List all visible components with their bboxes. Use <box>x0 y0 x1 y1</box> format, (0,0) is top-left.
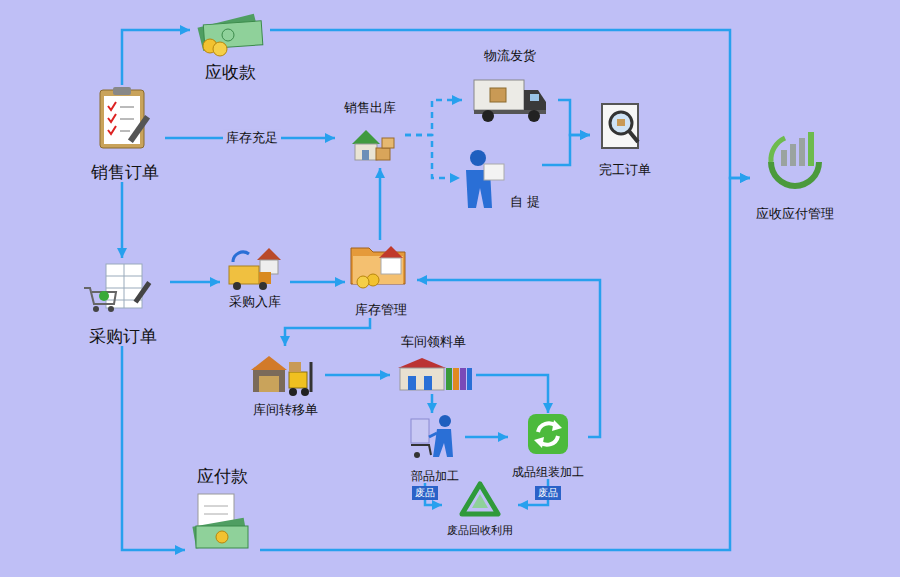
flow-arrow <box>325 374 390 377</box>
flow-node: 成品组装加工 <box>508 413 588 479</box>
warehouse-out-icon <box>352 130 394 160</box>
node-label: 采购订单 <box>89 326 157 346</box>
flow-node: 完工订单 <box>590 98 660 178</box>
flow-arrow <box>558 100 590 135</box>
flow-node: 车间领料单 <box>390 334 476 394</box>
flow-arrow <box>476 375 548 413</box>
flow-arrow <box>417 280 600 437</box>
flow-arrow <box>260 178 750 550</box>
flow-arrow <box>379 168 382 240</box>
document-search-icon <box>602 104 638 148</box>
edge-label: 废品 <box>535 486 561 500</box>
flow-arrow <box>122 346 185 550</box>
node-label: 应付款 <box>197 466 248 486</box>
flow-arrow <box>431 394 434 413</box>
money-icon <box>198 14 263 56</box>
money-notepad-icon <box>192 494 248 549</box>
flow-node: 销售订单 <box>85 85 165 182</box>
node-label: 物流发货 <box>484 48 536 64</box>
flow-arrow <box>465 436 508 439</box>
node-label: 销售出库 <box>344 100 396 116</box>
flow-arrow <box>122 30 190 85</box>
flow-node: 库存管理 <box>345 240 417 318</box>
edge-label: 库存充足 <box>223 129 281 147</box>
flow-arrow <box>405 100 462 135</box>
truck-house-icon <box>229 248 281 290</box>
flow-node: 销售出库 <box>335 100 405 168</box>
flow-arrow <box>290 281 345 284</box>
node-label: 应收款 <box>205 62 256 82</box>
flow-arrow <box>270 30 750 178</box>
node-label: 采购入库 <box>229 294 281 310</box>
recycle-square-icon <box>528 414 568 454</box>
node-label: 车间领料单 <box>401 334 466 350</box>
flow-node: 应收应付管理 <box>750 128 840 222</box>
flow-node: 采购订单 <box>75 258 170 346</box>
flow-node: 应付款 <box>185 466 260 554</box>
flow-node: 采购入库 <box>220 248 290 310</box>
node-label: 应收应付管理 <box>756 206 834 222</box>
truck-icon <box>474 80 546 122</box>
flow-node: 库间转移单 <box>245 346 325 418</box>
workshop-binders-icon <box>398 358 472 390</box>
finance-chart-icon <box>771 132 819 186</box>
person-icon <box>466 150 504 208</box>
edge-label: 废品 <box>412 486 438 500</box>
cart-order-icon <box>84 264 151 312</box>
clipboard-icon <box>100 87 150 148</box>
flow-node: 部品加工 <box>405 413 465 483</box>
worker-cart-icon <box>411 415 453 458</box>
flow-node: 自 提 <box>460 148 542 212</box>
flow-node: 废品回收利用 <box>442 483 518 537</box>
flow-node: 应收款 <box>190 12 270 82</box>
node-label: 销售订单 <box>91 162 159 182</box>
flow-arrow <box>285 318 370 346</box>
node-label: 库存管理 <box>355 302 407 318</box>
flow-arrow <box>542 135 590 165</box>
warehouse-forklift-icon <box>251 356 311 396</box>
recycle-triangle-icon <box>462 484 498 514</box>
node-label: 完工订单 <box>599 162 651 178</box>
flow-node: 物流发货 <box>462 48 558 124</box>
node-label: 自 提 <box>510 194 540 210</box>
node-label: 成品组装加工 <box>512 465 584 479</box>
node-label: 库间转移单 <box>253 402 318 418</box>
flow-arrow <box>121 182 124 258</box>
flow-arrow <box>405 135 460 178</box>
node-label: 部品加工 <box>411 469 459 483</box>
folder-house-icon <box>351 246 405 288</box>
flow-arrow <box>170 281 220 284</box>
node-label: 废品回收利用 <box>447 524 513 537</box>
